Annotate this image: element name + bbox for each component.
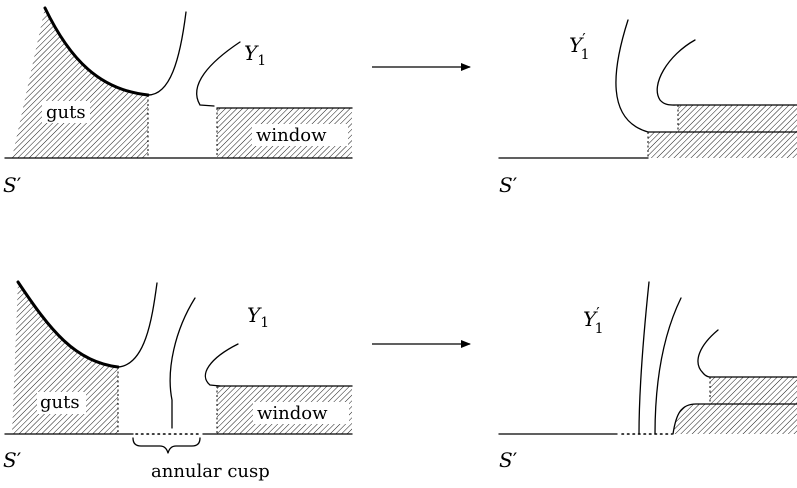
leaf-curve: [147, 11, 187, 96]
inner-leaf-curve: [656, 39, 797, 106]
surface-label-prime: ′: [513, 448, 518, 472]
guts-label: guts: [40, 392, 80, 413]
surface-label-prime: ′: [17, 173, 22, 197]
surface-label: S′: [499, 173, 518, 197]
surface-label-prime: ′: [513, 173, 518, 197]
leaf-label-main: Y: [247, 303, 262, 327]
surface-label-prime: ′: [17, 448, 22, 472]
panel-top-right: Y′1 S′: [498, 19, 797, 197]
guts-boundary-curve: [16, 280, 120, 369]
leaf-label-sub: 1: [595, 321, 604, 337]
leaf-curve-3: [697, 329, 797, 378]
guts-label: guts: [46, 102, 86, 123]
surface-label-main: S: [3, 448, 17, 472]
leaf-label: Y′1: [583, 304, 604, 337]
surface-label: S′: [3, 448, 22, 472]
leaf-y1-curve: [204, 343, 239, 387]
panel-bottom-left: guts window Y1 S′ annular cusp: [3, 280, 353, 482]
guts-label-bg: [42, 101, 90, 123]
leaf-curve: [117, 282, 158, 368]
leaf-y1-curve: [196, 41, 241, 107]
leaf-label-prime: ′: [582, 30, 586, 48]
lower-window-region: [648, 132, 797, 158]
lower-window-region: [673, 404, 797, 434]
surface-label: S′: [3, 173, 22, 197]
guts-region: [12, 8, 148, 158]
guts-label-bg: [37, 392, 86, 414]
lower-window-curve: [672, 403, 797, 435]
leaf-label: Y1: [244, 41, 266, 69]
leaf-label: Y1: [247, 303, 269, 331]
surface-label-main: S: [499, 173, 513, 197]
window-label-bg: [253, 402, 349, 424]
annular-cusp-label: annular cusp: [151, 461, 270, 482]
leaf-label-main: Y: [244, 41, 259, 65]
guts-boundary-curve: [43, 6, 150, 97]
panel-bottom-right: Y′1 S′: [498, 281, 797, 472]
window-label: window: [257, 403, 328, 424]
leaf-curve-1: [638, 281, 650, 435]
leaf-label-sub: 1: [260, 315, 269, 331]
window-label: window: [256, 125, 327, 146]
cusp-brace: [132, 437, 201, 454]
leaf-label-main: Y: [569, 33, 584, 57]
surface-label-main: S: [499, 448, 513, 472]
cusp-leaf-curve: [169, 297, 196, 429]
panel-top-left: guts window Y1 S′: [3, 6, 353, 197]
surface-label-main: S: [3, 173, 17, 197]
window-label-bg: [252, 124, 348, 146]
leaf-label-sub: 1: [257, 53, 266, 69]
outer-leaf-curve: [615, 19, 797, 133]
leaf-label-prime: ′: [596, 304, 600, 322]
upper-window-region: [710, 377, 797, 404]
surface-label: S′: [499, 448, 518, 472]
leaf-label-main: Y: [583, 307, 598, 331]
leaf-curve-2: [654, 297, 682, 435]
leaf-label-sub: 1: [581, 47, 590, 63]
upper-window-region: [678, 105, 797, 132]
leaf-label: Y′1: [569, 30, 590, 63]
